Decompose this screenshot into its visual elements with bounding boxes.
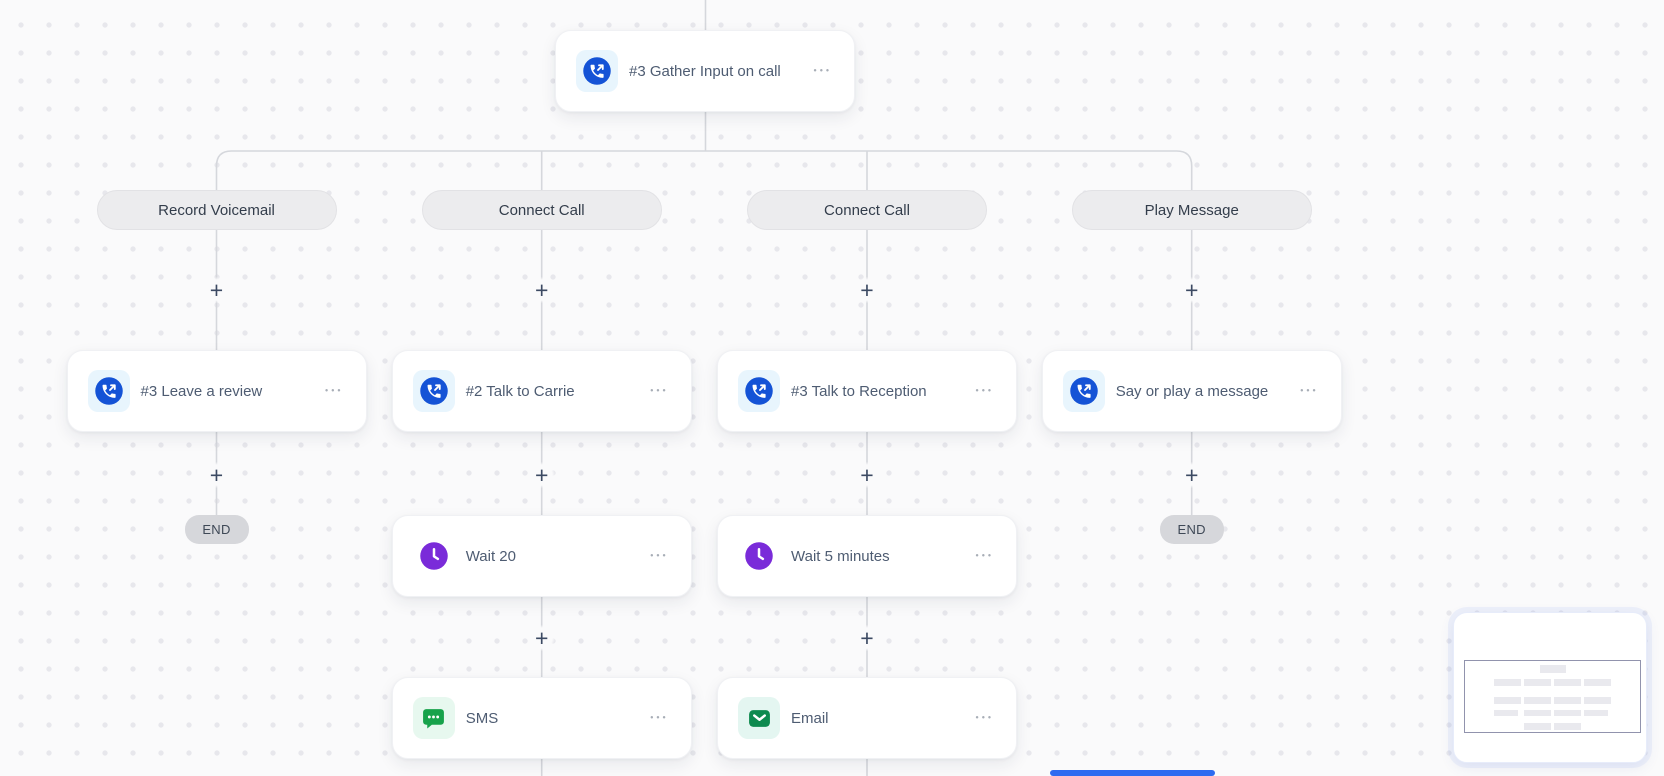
node-title: SMS xyxy=(465,709,499,727)
node-menu-button[interactable]: ••• xyxy=(650,712,669,723)
minimap-panel[interactable] xyxy=(1453,612,1647,763)
node-talk-to-carrie[interactable]: #2 Talk to Carrie ••• xyxy=(391,350,692,432)
node-title: Email xyxy=(791,709,829,727)
phone-call-icon xyxy=(738,370,780,412)
minimap-node-block xyxy=(1584,679,1611,686)
branch-record-voicemail[interactable]: Record Voicemail xyxy=(96,190,337,230)
node-wait-20[interactable]: Wait 20 ••• xyxy=(391,515,692,597)
end-marker: END xyxy=(184,515,249,544)
node-title: #2 Talk to Carrie xyxy=(465,382,575,400)
email-icon xyxy=(738,697,780,739)
node-menu-button[interactable]: ••• xyxy=(325,385,344,396)
node-menu-button[interactable]: ••• xyxy=(975,712,994,723)
node-menu-button[interactable]: ••• xyxy=(813,65,832,76)
minimap-node-block xyxy=(1494,679,1521,686)
minimap-node-block xyxy=(1554,710,1581,716)
node-menu-button[interactable]: ••• xyxy=(650,550,669,561)
add-step-button[interactable]: + xyxy=(203,462,230,488)
branch-label: Connect Call xyxy=(498,201,585,219)
add-step-button[interactable]: + xyxy=(854,462,880,488)
minimap-node-block xyxy=(1540,665,1566,673)
node-title: Say or play a message xyxy=(1115,382,1269,400)
node-title: #3 Talk to Reception xyxy=(791,382,927,400)
minimap-node-block xyxy=(1524,710,1551,716)
node-gather-input[interactable]: #3 Gather Input on call ••• xyxy=(555,30,855,112)
node-title: #3 Gather Input on call xyxy=(629,62,781,80)
horizontal-scrollbar-thumb[interactable] xyxy=(1050,770,1215,776)
minimap-node-block xyxy=(1524,697,1551,704)
node-talk-to-reception[interactable]: #3 Talk to Reception ••• xyxy=(717,350,1017,432)
branch-label: Record Voicemail xyxy=(158,201,275,219)
branch-connect-call-2[interactable]: Connect Call xyxy=(747,190,987,230)
add-step-button[interactable]: + xyxy=(528,625,555,651)
end-label: END xyxy=(202,522,231,537)
node-menu-button[interactable]: ••• xyxy=(975,385,994,396)
phone-call-icon xyxy=(1062,370,1105,412)
add-step-button[interactable]: + xyxy=(528,462,555,488)
minimap-node-block xyxy=(1524,679,1551,686)
node-menu-button[interactable]: ••• xyxy=(975,550,994,561)
minimap-viewport[interactable] xyxy=(1464,660,1641,733)
phone-call-icon xyxy=(412,370,455,412)
minimap-node-block xyxy=(1494,697,1521,704)
minimap-node-block xyxy=(1554,723,1581,730)
node-leave-a-review[interactable]: #3 Leave a review ••• xyxy=(66,350,367,432)
clock-icon xyxy=(413,535,455,577)
end-marker: END xyxy=(1159,515,1224,544)
phone-call-icon xyxy=(87,370,130,412)
node-email[interactable]: Email ••• xyxy=(717,677,1017,759)
branch-play-message[interactable]: Play Message xyxy=(1071,190,1312,230)
clock-icon xyxy=(738,535,780,577)
minimap-node-block xyxy=(1494,710,1518,716)
node-title: Wait 5 minutes xyxy=(791,547,890,565)
sms-bubble-icon xyxy=(412,697,455,739)
minimap-node-block xyxy=(1554,679,1581,686)
add-step-button[interactable]: + xyxy=(854,277,880,303)
phone-call-icon xyxy=(576,50,618,92)
minimap-node-block xyxy=(1584,697,1611,704)
node-menu-button[interactable]: ••• xyxy=(650,385,669,396)
node-menu-button[interactable]: ••• xyxy=(1300,385,1319,396)
node-title: Wait 20 xyxy=(465,547,516,565)
minimap-node-block xyxy=(1554,697,1581,704)
add-step-button[interactable]: + xyxy=(203,277,230,303)
node-say-or-play-message[interactable]: Say or play a message ••• xyxy=(1041,350,1342,432)
add-step-button[interactable]: + xyxy=(854,625,880,651)
node-wait-5-minutes[interactable]: Wait 5 minutes ••• xyxy=(717,515,1017,597)
minimap-node-block xyxy=(1584,710,1608,716)
branch-label: Play Message xyxy=(1144,201,1239,219)
add-step-button[interactable]: + xyxy=(1178,462,1205,488)
minimap-node-block xyxy=(1524,723,1551,730)
end-label: END xyxy=(1177,522,1206,537)
node-title: #3 Leave a review xyxy=(140,382,263,400)
node-sms[interactable]: SMS ••• xyxy=(391,677,692,759)
add-step-button[interactable]: + xyxy=(1178,277,1205,303)
branch-connect-call-1[interactable]: Connect Call xyxy=(421,190,662,230)
branch-label: Connect Call xyxy=(824,201,910,219)
add-step-button[interactable]: + xyxy=(528,277,555,303)
